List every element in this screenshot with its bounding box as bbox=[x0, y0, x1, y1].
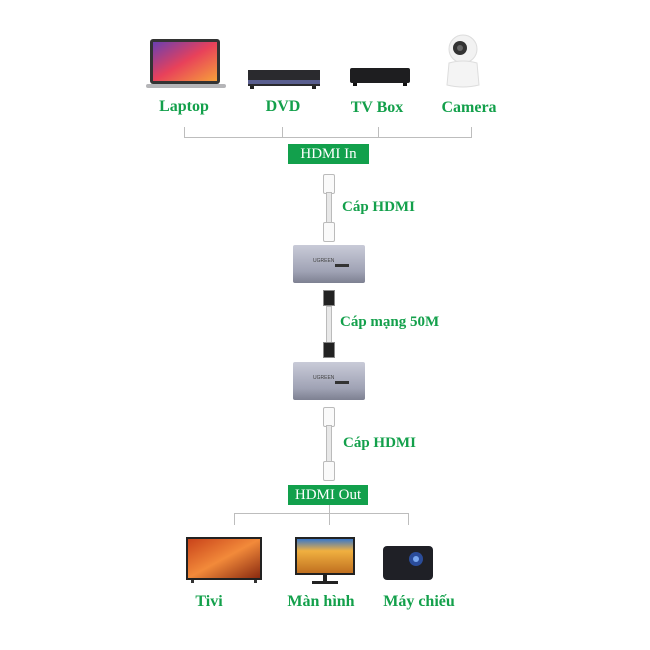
bracket-tick bbox=[378, 127, 379, 137]
device-brand: UGREEN bbox=[313, 258, 335, 264]
hdmi-in-badge: HDMI In bbox=[288, 144, 369, 164]
output-label-monitor: Màn hình bbox=[287, 593, 355, 610]
monitor-icon bbox=[295, 537, 355, 584]
input-label-laptop: Laptop bbox=[159, 98, 209, 115]
bracket-tick bbox=[408, 513, 409, 525]
tv-icon bbox=[186, 537, 262, 583]
bracket-tick bbox=[282, 127, 283, 137]
input-label-dvd: DVD bbox=[265, 98, 301, 115]
device-brand: UGREEN bbox=[313, 375, 335, 381]
laptop-icon bbox=[146, 39, 226, 88]
bracket-tick bbox=[329, 505, 330, 525]
hdmi-extender-receiver: UGREEN bbox=[293, 362, 365, 400]
cable-label-network: Cáp mạng 50M bbox=[340, 314, 440, 330]
tv-box-icon bbox=[350, 68, 410, 86]
input-label-camera: Camera bbox=[441, 99, 497, 116]
camera-icon bbox=[446, 34, 480, 88]
hdmi-extender-transmitter: UGREEN bbox=[293, 245, 365, 283]
cable-label-hdmi-2: Cáp HDMI bbox=[343, 435, 416, 451]
output-label-tivi: Tivi bbox=[195, 593, 223, 610]
bracket-tick bbox=[471, 127, 472, 137]
projector-icon bbox=[383, 546, 433, 580]
bracket-tick bbox=[234, 513, 235, 525]
cable-label-hdmi-1: Cáp HDMI bbox=[342, 199, 415, 215]
input-label-tv-box: TV Box bbox=[350, 99, 404, 116]
output-label-projector: Máy chiếu bbox=[383, 593, 455, 610]
output-bracket bbox=[234, 513, 409, 514]
dvd-player-icon bbox=[248, 70, 320, 89]
bracket-tick bbox=[184, 127, 185, 137]
hdmi-out-badge: HDMI Out bbox=[288, 485, 368, 505]
input-bracket bbox=[184, 137, 472, 138]
